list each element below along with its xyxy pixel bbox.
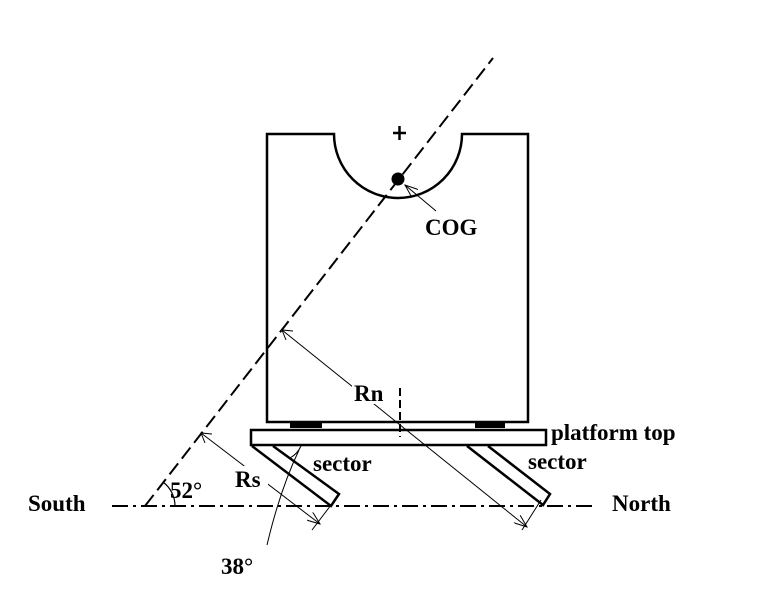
angle-38-label: 38° (221, 554, 253, 579)
cog-label: COG (425, 215, 478, 240)
rs-extension-tick (311, 504, 332, 531)
body-outline (265, 132, 530, 424)
north-label: North (612, 491, 671, 516)
pad-right (475, 422, 505, 428)
pad-left (290, 422, 322, 428)
sector-left (251, 444, 341, 508)
cog-leader (405, 185, 437, 212)
angle-38-leader (266, 449, 300, 546)
rs-label-bg (234, 466, 268, 490)
rs-label: Rs (235, 467, 261, 492)
rn-extension-tick (521, 499, 542, 531)
platform-top-label: platform top (551, 420, 676, 445)
rn-label: Rn (354, 381, 384, 406)
angle-52-label: 52° (170, 478, 202, 503)
rn-arrowhead-top (281, 329, 294, 341)
sector-right-label: sector (528, 449, 587, 474)
south-label: South (28, 491, 86, 516)
rn-label-bg (352, 380, 382, 404)
rn-dimension-line (281, 329, 527, 527)
angle-38-arc (289, 445, 302, 459)
angle-52-arc (163, 481, 176, 507)
platform (249, 428, 548, 447)
sector-right (466, 445, 552, 507)
plus-mark (393, 126, 406, 140)
sector-left-label: sector (313, 451, 372, 476)
rs-arrowhead-top (200, 432, 213, 444)
inclined-axis-line (144, 57, 494, 507)
